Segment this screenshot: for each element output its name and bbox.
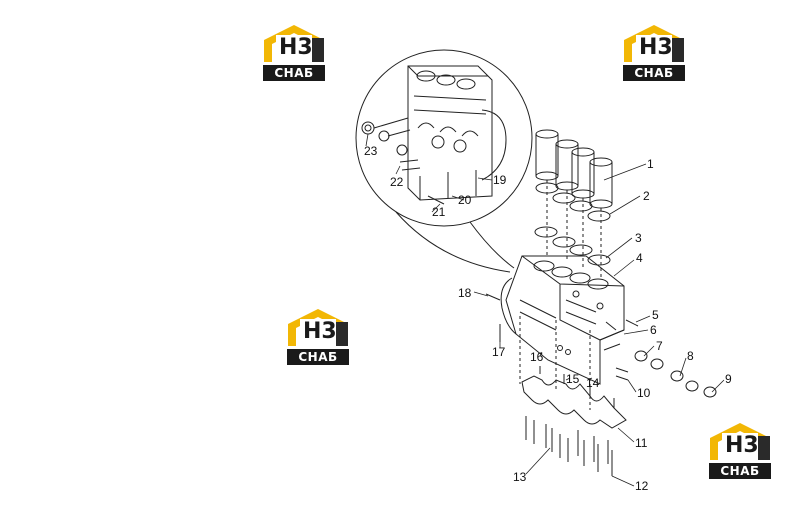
callout-17: 17 bbox=[492, 345, 506, 359]
main-bearing-caps bbox=[521, 366, 627, 429]
main-bearing-bolts bbox=[525, 416, 613, 476]
callout-19: 19 bbox=[493, 173, 507, 187]
small-fasteners bbox=[485, 293, 639, 355]
callout-4: 4 bbox=[636, 251, 643, 265]
callout-5: 5 bbox=[652, 308, 659, 322]
brand-logo: H3 СНАБ bbox=[286, 308, 350, 366]
callout-6: 6 bbox=[650, 323, 657, 337]
callout-15: 15 bbox=[566, 372, 580, 386]
logo-text: СНАБ bbox=[709, 463, 771, 479]
callout-16: 16 bbox=[530, 350, 544, 364]
logo-text: СНАБ bbox=[623, 65, 685, 81]
leader-lines bbox=[365, 133, 725, 487]
callout-1: 1 bbox=[647, 157, 654, 171]
cylinder-liners bbox=[535, 129, 613, 209]
callout-22: 22 bbox=[390, 175, 404, 189]
callout-labels: 1 2 3 4 5 6 7 8 9 10 11 12 13 14 15 16 1… bbox=[364, 144, 732, 493]
callout-10: 10 bbox=[637, 386, 651, 400]
callout-12: 12 bbox=[635, 479, 649, 493]
logo-roof-icon bbox=[264, 25, 324, 62]
callout-2: 2 bbox=[643, 189, 650, 203]
callout-23: 23 bbox=[364, 144, 378, 158]
callout-7: 7 bbox=[656, 339, 663, 353]
detail-block bbox=[407, 65, 507, 201]
logo-text: СНАБ bbox=[287, 349, 349, 365]
detail-circle bbox=[355, 49, 533, 273]
logo-mark: H3 bbox=[303, 319, 337, 344]
callout-8: 8 bbox=[687, 349, 694, 363]
engine-block bbox=[500, 255, 625, 385]
callout-13: 13 bbox=[513, 470, 527, 484]
logo-roof-icon bbox=[288, 309, 348, 346]
callout-18: 18 bbox=[458, 286, 472, 300]
brand-logo: H3 СНАБ bbox=[622, 24, 686, 82]
logo-mark: H3 bbox=[279, 35, 313, 60]
brand-logo: H3 СНАБ bbox=[708, 422, 772, 480]
callout-11: 11 bbox=[635, 436, 648, 450]
logo-roof-icon bbox=[710, 423, 770, 460]
logo-mark: H3 bbox=[639, 35, 673, 60]
callout-3: 3 bbox=[635, 231, 642, 245]
brand-logo: H3 СНАБ bbox=[262, 24, 326, 82]
logo-text: СНАБ bbox=[263, 65, 325, 81]
logo-roof-icon bbox=[624, 25, 684, 62]
o-rings-lower bbox=[534, 226, 611, 266]
callout-20: 20 bbox=[458, 193, 472, 207]
plugs-and-fittings bbox=[615, 350, 717, 398]
callout-21: 21 bbox=[432, 205, 446, 219]
callout-14: 14 bbox=[586, 376, 600, 390]
logo-mark: H3 bbox=[725, 433, 759, 458]
callout-9: 9 bbox=[725, 372, 732, 386]
